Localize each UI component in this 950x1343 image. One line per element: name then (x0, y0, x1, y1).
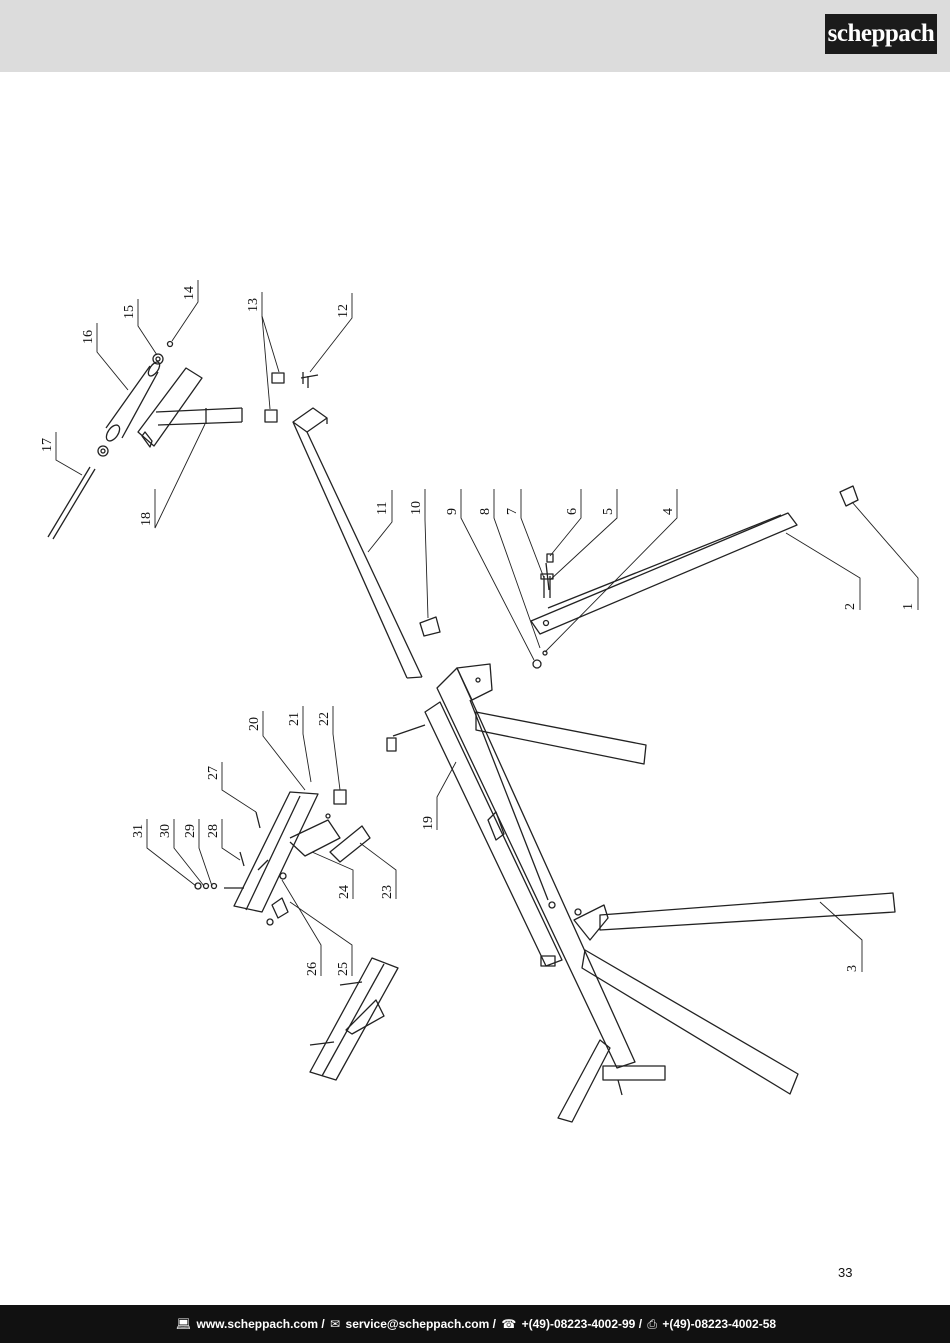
callout-22: 22 (317, 712, 332, 726)
callout-21: 21 (287, 712, 302, 726)
callout-23: 23 (380, 885, 395, 899)
part-19-main-frame (424, 663, 896, 1123)
callout-16: 16 (81, 330, 96, 344)
callout-17: 17 (40, 438, 55, 452)
brand-logo: scheppach (825, 14, 937, 54)
callout-5: 5 (601, 508, 616, 515)
footer-phone: +(49)-08223-4002-99 / (521, 1317, 643, 1331)
callout-25: 25 (336, 962, 351, 976)
part-17-axle (47, 466, 96, 540)
page-number: 33 (838, 1265, 853, 1280)
callout-6: 6 (565, 508, 580, 515)
part-11-extension-tube (292, 407, 423, 679)
callout-14: 14 (182, 286, 197, 300)
callout-12: 12 (336, 304, 351, 318)
callout-26: 26 (305, 962, 320, 976)
callout-30: 30 (158, 824, 173, 838)
phone-icon: ☎ (501, 1317, 517, 1331)
part-16-roller (105, 361, 161, 442)
callout-11: 11 (375, 502, 390, 515)
callout-31: 31 (131, 824, 146, 838)
callout-20: 20 (247, 717, 262, 731)
callout-24: 24 (337, 885, 352, 899)
computer-icon: 💻︎ (175, 1317, 192, 1331)
footer-website[interactable]: www.scheppach.com / (196, 1317, 325, 1331)
footer-email[interactable]: service@scheppach.com / (345, 1317, 496, 1331)
callout-4: 4 (661, 508, 676, 515)
callout-3: 3 (845, 965, 860, 972)
mail-icon: ✉ (330, 1317, 341, 1331)
callout-2: 2 (843, 603, 858, 610)
callout-19: 19 (421, 816, 436, 830)
page-header (0, 0, 950, 72)
callout-15: 15 (122, 305, 137, 319)
part-18-roller-holder (137, 367, 243, 448)
part-20-carriage (233, 791, 319, 913)
fax-icon: ⎙ (647, 1317, 657, 1331)
callout-7: 7 (505, 508, 520, 515)
page-footer: 💻︎ www.scheppach.com / ✉ service@scheppa… (0, 1305, 950, 1343)
callout-18: 18 (139, 512, 154, 526)
callout-28: 28 (206, 824, 221, 838)
callout-27: 27 (206, 766, 221, 780)
callout-13: 13 (246, 298, 261, 312)
callout-8: 8 (478, 508, 493, 515)
part-2-support-arm (530, 512, 798, 635)
callout-1: 1 (901, 603, 916, 610)
lower-carriage-assembly (309, 957, 399, 1081)
callout-10: 10 (409, 501, 424, 515)
footer-fax: +(49)-08223-4002-58 (662, 1317, 777, 1331)
callout-29: 29 (183, 824, 198, 838)
callout-9: 9 (445, 508, 460, 515)
